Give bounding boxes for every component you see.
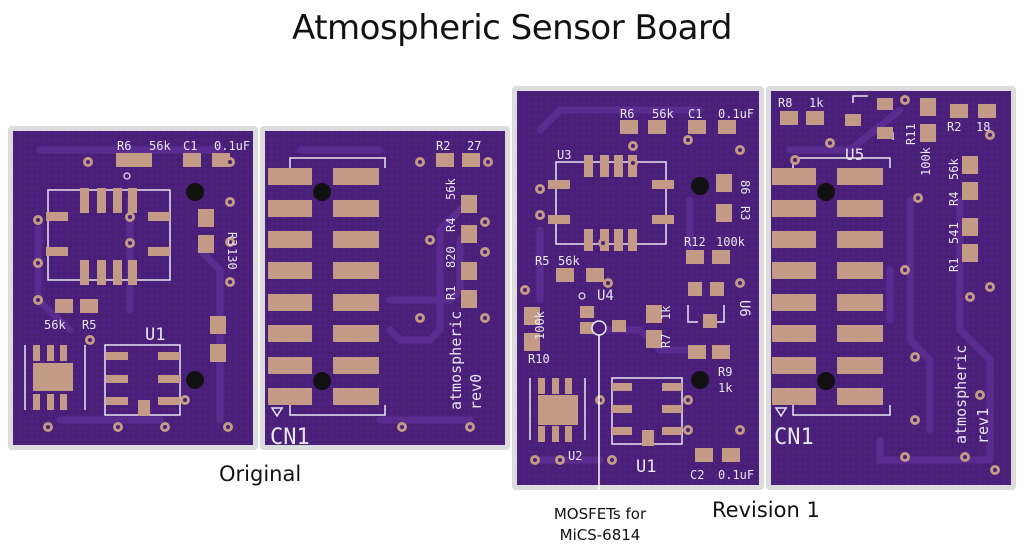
label-u4: U4	[597, 288, 614, 304]
label-r2: R2	[947, 120, 961, 134]
label-r11: R11	[904, 123, 918, 145]
board-revision-right: R8 1k R11 100k R2 18 U5 56k R4 541 R1 at…	[766, 86, 1016, 490]
label-r2-value: 27	[467, 139, 481, 153]
label-r2-value: 18	[976, 120, 990, 134]
label-r7-value: 1k	[659, 305, 673, 320]
mosfet-note: MOSFETs for MiCS-6814	[530, 504, 670, 546]
label-r9: R9	[718, 365, 732, 379]
label-r5: R5	[535, 254, 549, 268]
label-u5: U5	[845, 145, 864, 164]
board-original-right: R2 27 56k R4 820 R1 atmospheric rev0 CN1	[260, 126, 510, 450]
board-rev-text: rev1	[974, 408, 992, 444]
label-r5-value: 56k	[44, 318, 66, 332]
label-r2: R2	[436, 139, 450, 153]
label-r1: R1	[444, 286, 458, 300]
label-r1: R1	[947, 258, 961, 272]
label-r4: R4	[947, 192, 961, 206]
mosfet-note-line1: MOSFETs for	[553, 505, 647, 523]
label-r5-value: 56k	[558, 254, 580, 268]
label-u1: U1	[636, 457, 656, 477]
label-r3-value: 130	[225, 248, 239, 270]
label-c2: C2	[690, 468, 704, 482]
label-cn1: CN1	[270, 425, 310, 450]
label-r6: R6	[117, 139, 131, 153]
label-r1-value: 820	[444, 246, 458, 268]
label-r1-value: 541	[947, 222, 961, 244]
label-r7: R7	[659, 334, 673, 348]
board-name-text: atmospheric	[952, 345, 970, 444]
label-u6: U6	[736, 300, 752, 317]
board-original-left: R6 56k C1 0.1uF R3 130 56k R5 U1	[8, 126, 258, 450]
label-r12-value: 100k	[716, 235, 746, 249]
label-r12: R12	[684, 235, 706, 249]
label-c1: C1	[183, 139, 197, 153]
label-u3: U3	[557, 148, 571, 162]
label-c1-value: 0.1uF	[718, 107, 754, 121]
label-r10: R10	[528, 352, 550, 366]
caption-revision: Revision 1	[712, 498, 820, 522]
label-u1: U1	[145, 325, 165, 345]
label-r8: R8	[778, 96, 792, 110]
board-revision-left: R6 56k C1 0.1uF U3 R3 86 R12 100k R5 56k…	[512, 86, 764, 500]
label-r5: R5	[82, 318, 96, 332]
board-name-text: atmospheric	[447, 311, 465, 410]
label-r8-value: 1k	[809, 96, 824, 110]
label-c1-value: 0.1uF	[214, 139, 250, 153]
label-u2: U2	[568, 449, 582, 463]
label-r6-value: 56k	[149, 139, 171, 153]
board-rev-text: rev0	[467, 374, 485, 410]
label-r4-value: 56k	[444, 178, 458, 200]
label-r6: R6	[620, 107, 634, 121]
label-r3: R3	[225, 232, 239, 246]
label-cn1: CN1	[774, 425, 814, 450]
label-r10-value: 100k	[533, 310, 547, 340]
caption-original: Original	[219, 462, 302, 486]
label-r11-value: 100k	[919, 146, 933, 176]
mosfet-note-line2: MiCS-6814	[559, 526, 641, 544]
label-r9-value: 1k	[718, 381, 733, 395]
page-title: Atmospheric Sensor Board	[292, 8, 732, 48]
label-c2-value: 0.1uF	[718, 468, 754, 482]
label-r4: R4	[444, 218, 458, 232]
label-c1: C1	[688, 107, 702, 121]
label-r3: R3	[738, 206, 752, 220]
label-r3-value: 86	[738, 180, 752, 194]
label-r4-value: 56k	[947, 158, 961, 180]
label-r6-value: 56k	[652, 107, 674, 121]
